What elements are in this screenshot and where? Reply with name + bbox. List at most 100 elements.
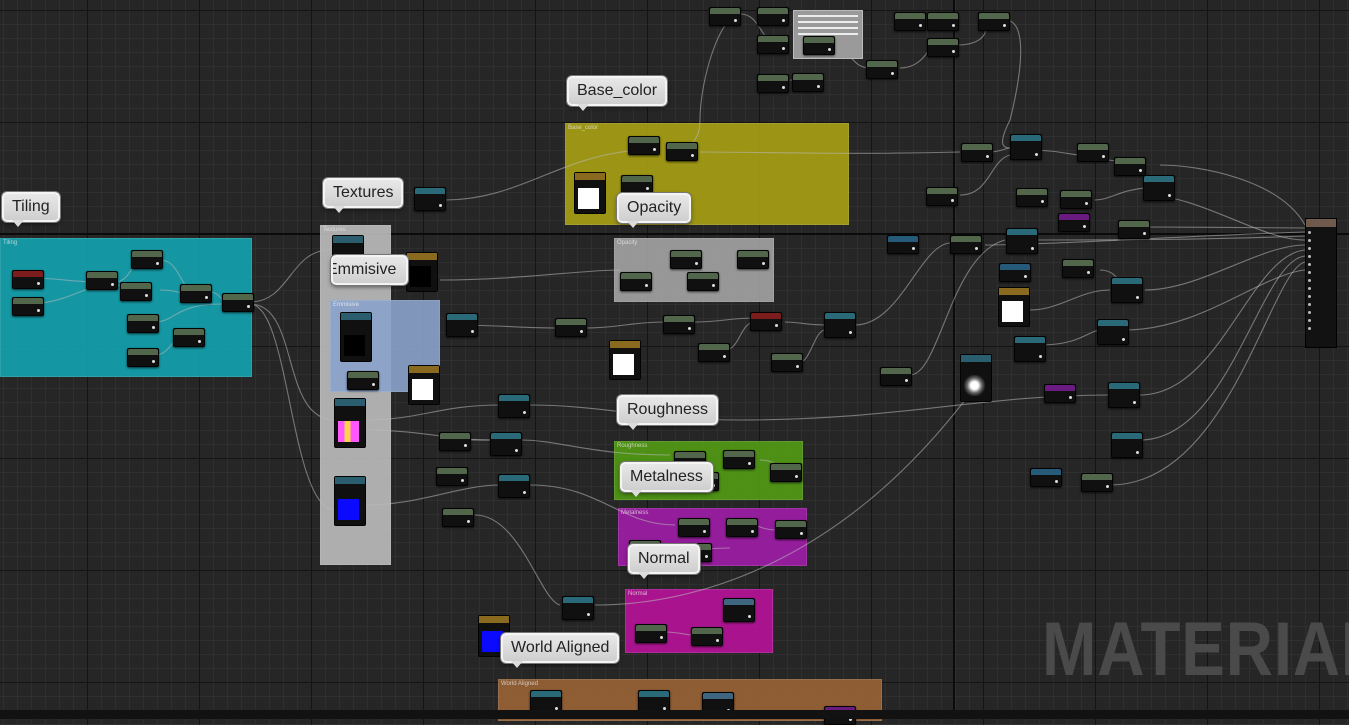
material-node[interactable] bbox=[1143, 175, 1175, 201]
material-node[interactable] bbox=[803, 36, 835, 55]
material-node[interactable] bbox=[222, 293, 254, 312]
material-node[interactable] bbox=[1081, 473, 1113, 492]
material-node[interactable] bbox=[442, 508, 474, 527]
material-node[interactable] bbox=[723, 598, 755, 622]
material-node[interactable] bbox=[737, 250, 769, 269]
material-node[interactable] bbox=[347, 371, 379, 390]
material-node[interactable] bbox=[1060, 190, 1092, 209]
material-node[interactable] bbox=[691, 627, 723, 646]
material-node[interactable] bbox=[887, 235, 919, 254]
material-node[interactable] bbox=[757, 35, 789, 54]
material-node[interactable] bbox=[1058, 213, 1090, 232]
material-node[interactable] bbox=[726, 518, 758, 537]
material-node[interactable] bbox=[927, 38, 959, 57]
material-node[interactable] bbox=[173, 328, 205, 347]
comment-bubble-metalness[interactable]: Metalness bbox=[620, 462, 713, 497]
material-node[interactable] bbox=[180, 284, 212, 303]
material-node[interactable] bbox=[620, 272, 652, 291]
material-node[interactable] bbox=[628, 136, 660, 155]
material-node[interactable] bbox=[414, 187, 446, 211]
color-swatch bbox=[410, 266, 431, 287]
material-node[interactable] bbox=[1010, 134, 1042, 160]
comment-bubble-world-aligned[interactable]: World Aligned bbox=[501, 633, 620, 668]
material-node[interactable] bbox=[1044, 384, 1076, 403]
comment-title: Opacity bbox=[617, 240, 638, 246]
material-node[interactable] bbox=[1111, 277, 1143, 303]
material-node[interactable] bbox=[1014, 336, 1046, 362]
material-node[interactable] bbox=[436, 467, 468, 486]
material-node[interactable] bbox=[1108, 382, 1140, 408]
material-node[interactable] bbox=[498, 474, 530, 498]
material-node[interactable] bbox=[127, 348, 159, 367]
material-node[interactable] bbox=[490, 432, 522, 456]
constant-color-node[interactable] bbox=[406, 252, 438, 292]
comment-bubble-base-color[interactable]: Base_color bbox=[567, 76, 668, 111]
comment-title: World Aligned bbox=[501, 681, 538, 687]
material-node[interactable] bbox=[446, 313, 478, 337]
material-node[interactable] bbox=[775, 520, 807, 539]
constant-color-node[interactable] bbox=[609, 340, 641, 380]
material-node[interactable] bbox=[666, 142, 698, 161]
material-node[interactable] bbox=[1062, 259, 1094, 278]
material-node[interactable] bbox=[663, 315, 695, 334]
material-node[interactable] bbox=[678, 518, 710, 537]
comment-bubble-textures[interactable]: Textures bbox=[323, 178, 404, 213]
material-node[interactable] bbox=[961, 143, 993, 162]
comment-bubble-roughness[interactable]: Roughness bbox=[617, 395, 718, 430]
constant-color-node[interactable] bbox=[998, 287, 1030, 327]
material-node[interactable] bbox=[12, 297, 44, 316]
material-node[interactable] bbox=[555, 318, 587, 337]
material-node[interactable] bbox=[757, 74, 789, 93]
material-result-node[interactable] bbox=[1305, 218, 1337, 348]
material-node[interactable] bbox=[1111, 432, 1143, 458]
material-node[interactable] bbox=[978, 12, 1010, 31]
material-node[interactable] bbox=[866, 60, 898, 79]
texture-sample-node[interactable] bbox=[960, 354, 992, 402]
material-node[interactable] bbox=[927, 12, 959, 31]
material-node[interactable] bbox=[880, 367, 912, 386]
material-node[interactable] bbox=[670, 250, 702, 269]
material-node[interactable] bbox=[12, 270, 44, 289]
constant-color-node[interactable] bbox=[574, 172, 606, 214]
material-node[interactable] bbox=[621, 175, 653, 194]
material-node[interactable] bbox=[1118, 220, 1150, 239]
material-node[interactable] bbox=[562, 596, 594, 620]
comment-box-opacity[interactable]: Opacity bbox=[614, 238, 774, 302]
material-node[interactable] bbox=[635, 624, 667, 643]
constant-color-node[interactable] bbox=[408, 365, 440, 405]
material-node[interactable] bbox=[86, 271, 118, 290]
material-node[interactable] bbox=[723, 450, 755, 469]
material-node[interactable] bbox=[926, 187, 958, 206]
material-node[interactable] bbox=[498, 394, 530, 418]
comment-bubble-normal[interactable]: Normal bbox=[628, 544, 700, 579]
material-node[interactable] bbox=[824, 312, 856, 338]
material-node[interactable] bbox=[687, 272, 719, 291]
material-node[interactable] bbox=[120, 282, 152, 301]
comment-bubble-emmisive[interactable]: Emmisive bbox=[331, 255, 408, 285]
material-node[interactable] bbox=[750, 312, 782, 331]
comment-box-base-color[interactable]: Base_color bbox=[565, 123, 849, 225]
material-node[interactable] bbox=[792, 73, 824, 92]
texture-sample-node[interactable] bbox=[340, 312, 372, 362]
material-node[interactable] bbox=[127, 314, 159, 333]
material-node[interactable] bbox=[1016, 188, 1048, 207]
material-node[interactable] bbox=[950, 235, 982, 254]
material-node[interactable] bbox=[894, 12, 926, 31]
material-node[interactable] bbox=[698, 343, 730, 362]
material-node[interactable] bbox=[757, 7, 789, 26]
material-node[interactable] bbox=[1006, 228, 1038, 254]
material-node[interactable] bbox=[1030, 468, 1062, 487]
material-node[interactable] bbox=[771, 353, 803, 372]
comment-bubble-tiling[interactable]: Tiling bbox=[2, 192, 60, 227]
texture-sample-node[interactable] bbox=[334, 476, 366, 526]
material-node[interactable] bbox=[1114, 157, 1146, 176]
material-node[interactable] bbox=[1097, 319, 1129, 345]
material-node[interactable] bbox=[999, 263, 1031, 282]
material-node[interactable] bbox=[131, 250, 163, 269]
material-node[interactable] bbox=[1077, 143, 1109, 162]
material-node[interactable] bbox=[439, 432, 471, 451]
texture-sample-node[interactable] bbox=[334, 398, 366, 448]
material-node[interactable] bbox=[770, 463, 802, 482]
material-node[interactable] bbox=[709, 7, 741, 26]
comment-bubble-opacity[interactable]: Opacity bbox=[617, 193, 692, 228]
